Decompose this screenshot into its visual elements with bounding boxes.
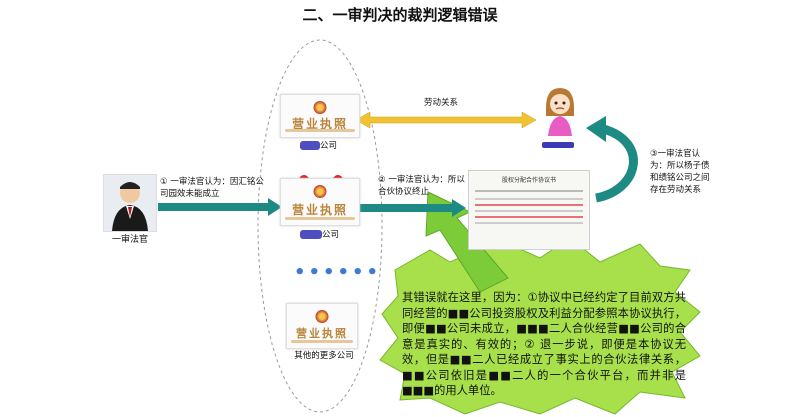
- arrow-company-to-agreement: [355, 199, 466, 217]
- person-icon: [546, 88, 574, 136]
- finding-3-text: ③一审法官认为：所以杨子债和绩铭公司之间存在劳动关系: [650, 149, 710, 195]
- company-mid-label: 公司: [300, 229, 360, 241]
- company-bottom-label: 其他的更多公司: [294, 351, 354, 361]
- agreement-title: 股权分配合作协议书: [501, 177, 556, 184]
- judge-icon: [112, 182, 148, 231]
- company-group-ellipse: [257, 39, 383, 413]
- license-text-top: 营业执照: [291, 117, 348, 131]
- business-license-bottom: 营业执照: [286, 303, 358, 349]
- finding-1-text: ① 一审法官认为：因汇铭公司园效未能成立: [160, 177, 264, 199]
- license-text-mid: 营业执照: [291, 203, 348, 217]
- redaction-mark: [300, 141, 320, 150]
- emblem-icon: [313, 185, 327, 198]
- labor-relation-label: 劳动关系: [424, 98, 459, 108]
- person-name-redacted: [542, 142, 574, 148]
- business-license-mid: 营业执照: [280, 178, 360, 226]
- emblem-icon: [315, 310, 329, 323]
- arrow-judge-to-company: [158, 198, 282, 216]
- more-dots: ••••••: [294, 262, 382, 283]
- error-explanation: 其错误就在这里，因为：①协议中已经约定了目前双方共同经营的■■公司投资股权及利益…: [402, 291, 686, 397]
- arrow-curved-to-person: [594, 123, 638, 203]
- company-top-label: 公司: [300, 140, 360, 152]
- license-text-bottom: 营业执照: [296, 327, 348, 340]
- person-avatar: [540, 86, 580, 136]
- arrow-labor-relation: [355, 111, 537, 129]
- agreement-document: 股权分配合作协议书: [468, 170, 590, 250]
- judge-label: 一审法官: [111, 235, 148, 245]
- finding-2-text: ② 一审法官认为：所以合伙协议终止: [378, 175, 465, 197]
- page-title: 二、一审判决的裁判逻辑错误: [302, 6, 498, 24]
- judge-avatar: [103, 174, 157, 232]
- emblem-icon: [313, 101, 327, 114]
- business-license-top: 营业执照: [280, 94, 360, 138]
- redaction-mark: [300, 230, 322, 239]
- big-green-arrow: [425, 191, 509, 293]
